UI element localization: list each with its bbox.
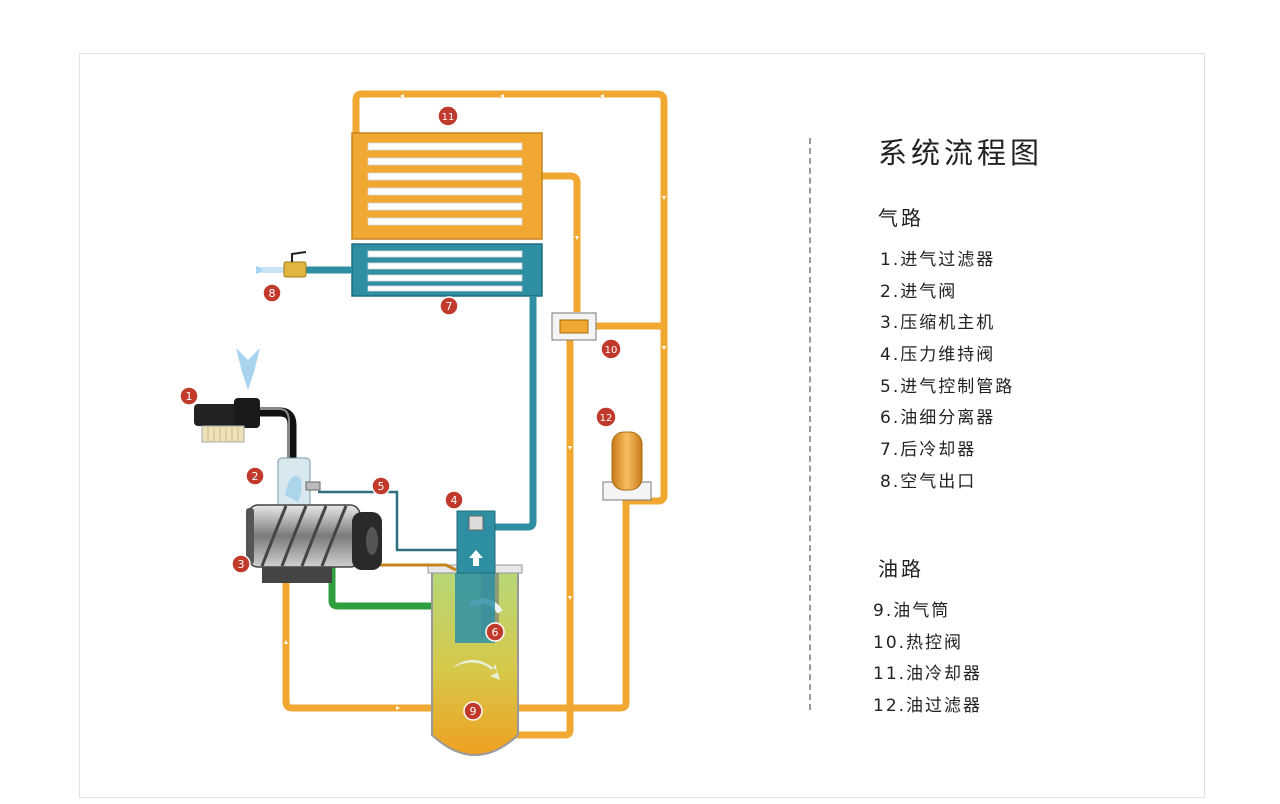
air-items-list: 1.进气过滤器 2.进气阀 3.压缩机主机 4.压力维持阀 5.进气控制管路 6… [880, 245, 1043, 499]
list-item: 9.油气筒 [873, 601, 951, 621]
svg-text:8: 8 [269, 287, 276, 300]
list-item: 3.压缩机主机 [880, 313, 996, 334]
minimum-pressure-valve [455, 510, 496, 643]
list-item: 2.进气阀 [880, 281, 958, 302]
oil-pipe-valve-down [512, 340, 574, 739]
intake-pipe [258, 407, 297, 458]
svg-text:11: 11 [442, 112, 455, 123]
list-item: 6.油细分离器 [880, 408, 996, 429]
svg-text:3: 3 [238, 558, 245, 571]
diagram-frame [79, 53, 1205, 798]
svg-text:7: 7 [446, 300, 453, 313]
badge-8: 8 [262, 283, 282, 303]
badge-9: 9 [463, 701, 483, 721]
list-item: 10.热控阀 [873, 632, 964, 653]
air-outlet-stream [262, 267, 284, 273]
badge-1: 1 [179, 386, 199, 406]
legend-oil: 油路 9.油气筒 10.热控阀 11.油冷却器 12.油过滤器 [873, 553, 982, 723]
legend-divider [809, 138, 811, 710]
list-item: 5.进气控制管路 [880, 376, 1015, 397]
air-section-title: 气路 [878, 206, 924, 230]
air-aftercooler [351, 243, 543, 297]
list-item: 12.油过滤器 [873, 696, 983, 717]
legend-title: 系统流程图 [878, 136, 1044, 170]
svg-text:4: 4 [451, 494, 458, 507]
badge-7: 7 [439, 296, 459, 316]
list-item: 4.压力维持阀 [880, 345, 996, 366]
oil-pipe-flow-marks [284, 94, 666, 710]
oil-items-list: 9.油气筒 10.热控阀 11.油冷却器 12.油过滤器 [873, 596, 982, 723]
badge-6: 6 [485, 622, 505, 642]
badge-12: 12 [595, 406, 617, 428]
list-item: 11.油冷却器 [873, 664, 983, 685]
oil-cooler [351, 132, 543, 240]
badge-5: 5 [371, 476, 391, 496]
list-item: 8.空气出口 [880, 471, 977, 492]
air-pipes [305, 266, 537, 531]
intake-pipe-highlight [258, 408, 290, 458]
svg-text:2: 2 [252, 470, 259, 483]
outlet-ball-valve [283, 251, 307, 278]
control-pipe [318, 490, 458, 552]
list-item: 7.后冷却器 [880, 440, 977, 461]
svg-text:9: 9 [470, 705, 477, 718]
svg-text:10: 10 [605, 345, 618, 356]
air-pipe-to-cooler [495, 296, 537, 531]
badge-2: 2 [245, 466, 265, 486]
inlet-valve [277, 457, 321, 509]
svg-text:6: 6 [492, 626, 499, 639]
oil-filter [602, 431, 652, 501]
badge-10: 10 [600, 338, 622, 360]
svg-text:1: 1 [186, 390, 193, 403]
svg-text:5: 5 [378, 480, 385, 493]
oil-pipe-top-loop [352, 90, 668, 505]
intake-air-filter [194, 398, 260, 443]
oil-section-title: 油路 [878, 557, 924, 581]
thermal-control-valve [551, 312, 597, 341]
badge-4: 4 [444, 490, 464, 510]
oil-return-pipe [328, 560, 444, 610]
screw-compressor [246, 504, 382, 583]
oil-pipe-cooler-outlet [542, 172, 581, 312]
legend-air: 系统流程图 气路 1.进气过滤器 2.进气阀 3.压缩机主机 4.压力维持阀 5… [878, 130, 1043, 499]
svg-text:12: 12 [600, 413, 613, 424]
badge-11: 11 [437, 105, 459, 127]
list-item: 1.进气过滤器 [880, 250, 996, 270]
control-pipe-oil [380, 563, 457, 572]
intake-air-arrow [236, 348, 260, 390]
badge-3: 3 [231, 554, 251, 574]
